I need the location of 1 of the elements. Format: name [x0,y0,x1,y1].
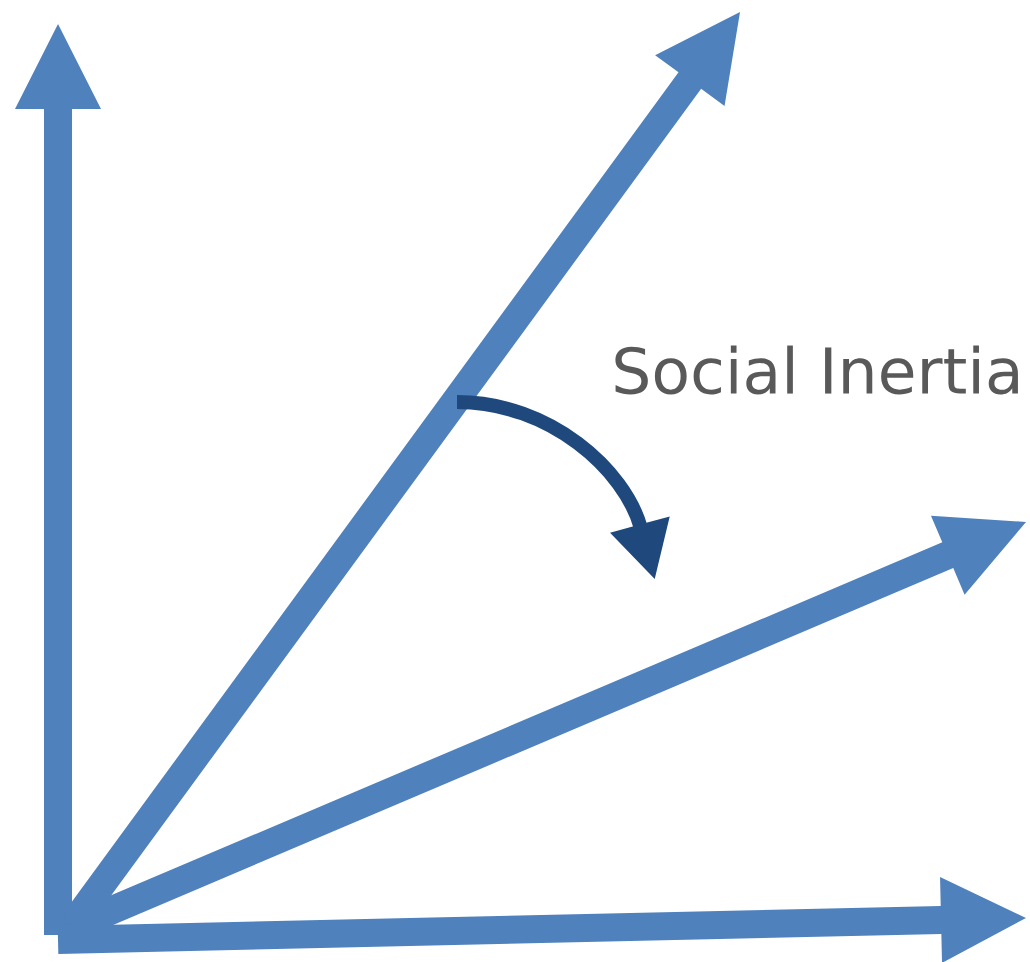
annotation-label: Social Inertia [615,345,1018,395]
